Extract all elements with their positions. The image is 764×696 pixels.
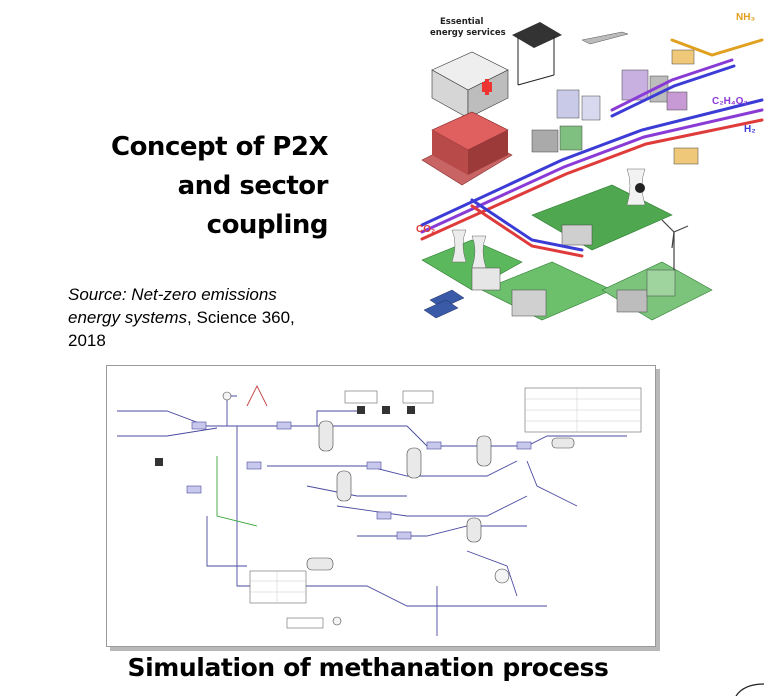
title-line: coupling bbox=[206, 210, 329, 240]
co2-label: CO₂ bbox=[416, 224, 435, 235]
source-prefix: Source: Net-zero emissions bbox=[68, 285, 277, 304]
title-line: Concept of P2X bbox=[110, 132, 329, 162]
source-italic-title: energy systems bbox=[68, 308, 188, 327]
title-line: and sector bbox=[177, 171, 329, 201]
source-suffix: , Science 360, bbox=[187, 308, 295, 327]
header-text: Essential energy services bbox=[430, 17, 506, 38]
flowsheet-diagram bbox=[117, 384, 642, 636]
source-citation: Source: Net-zero emissions energy system… bbox=[68, 283, 378, 352]
header-line: energy services bbox=[430, 28, 506, 38]
corner-decoration bbox=[735, 683, 764, 696]
source-year: 2018 bbox=[68, 331, 106, 350]
h2-label: H₂ bbox=[744, 124, 756, 135]
slide-title: Concept of P2X and sector coupling bbox=[28, 128, 329, 245]
header-line: Essential bbox=[440, 17, 483, 27]
diagram-caption: Simulation of methanation process bbox=[127, 653, 609, 682]
energy-system-illustration: Essential energy services bbox=[416, 12, 764, 321]
nh3-label: NH₃ bbox=[736, 12, 755, 23]
methanation-flowsheet bbox=[106, 365, 656, 647]
c2h4o2-label: C₂H₄O₂ bbox=[712, 96, 748, 107]
